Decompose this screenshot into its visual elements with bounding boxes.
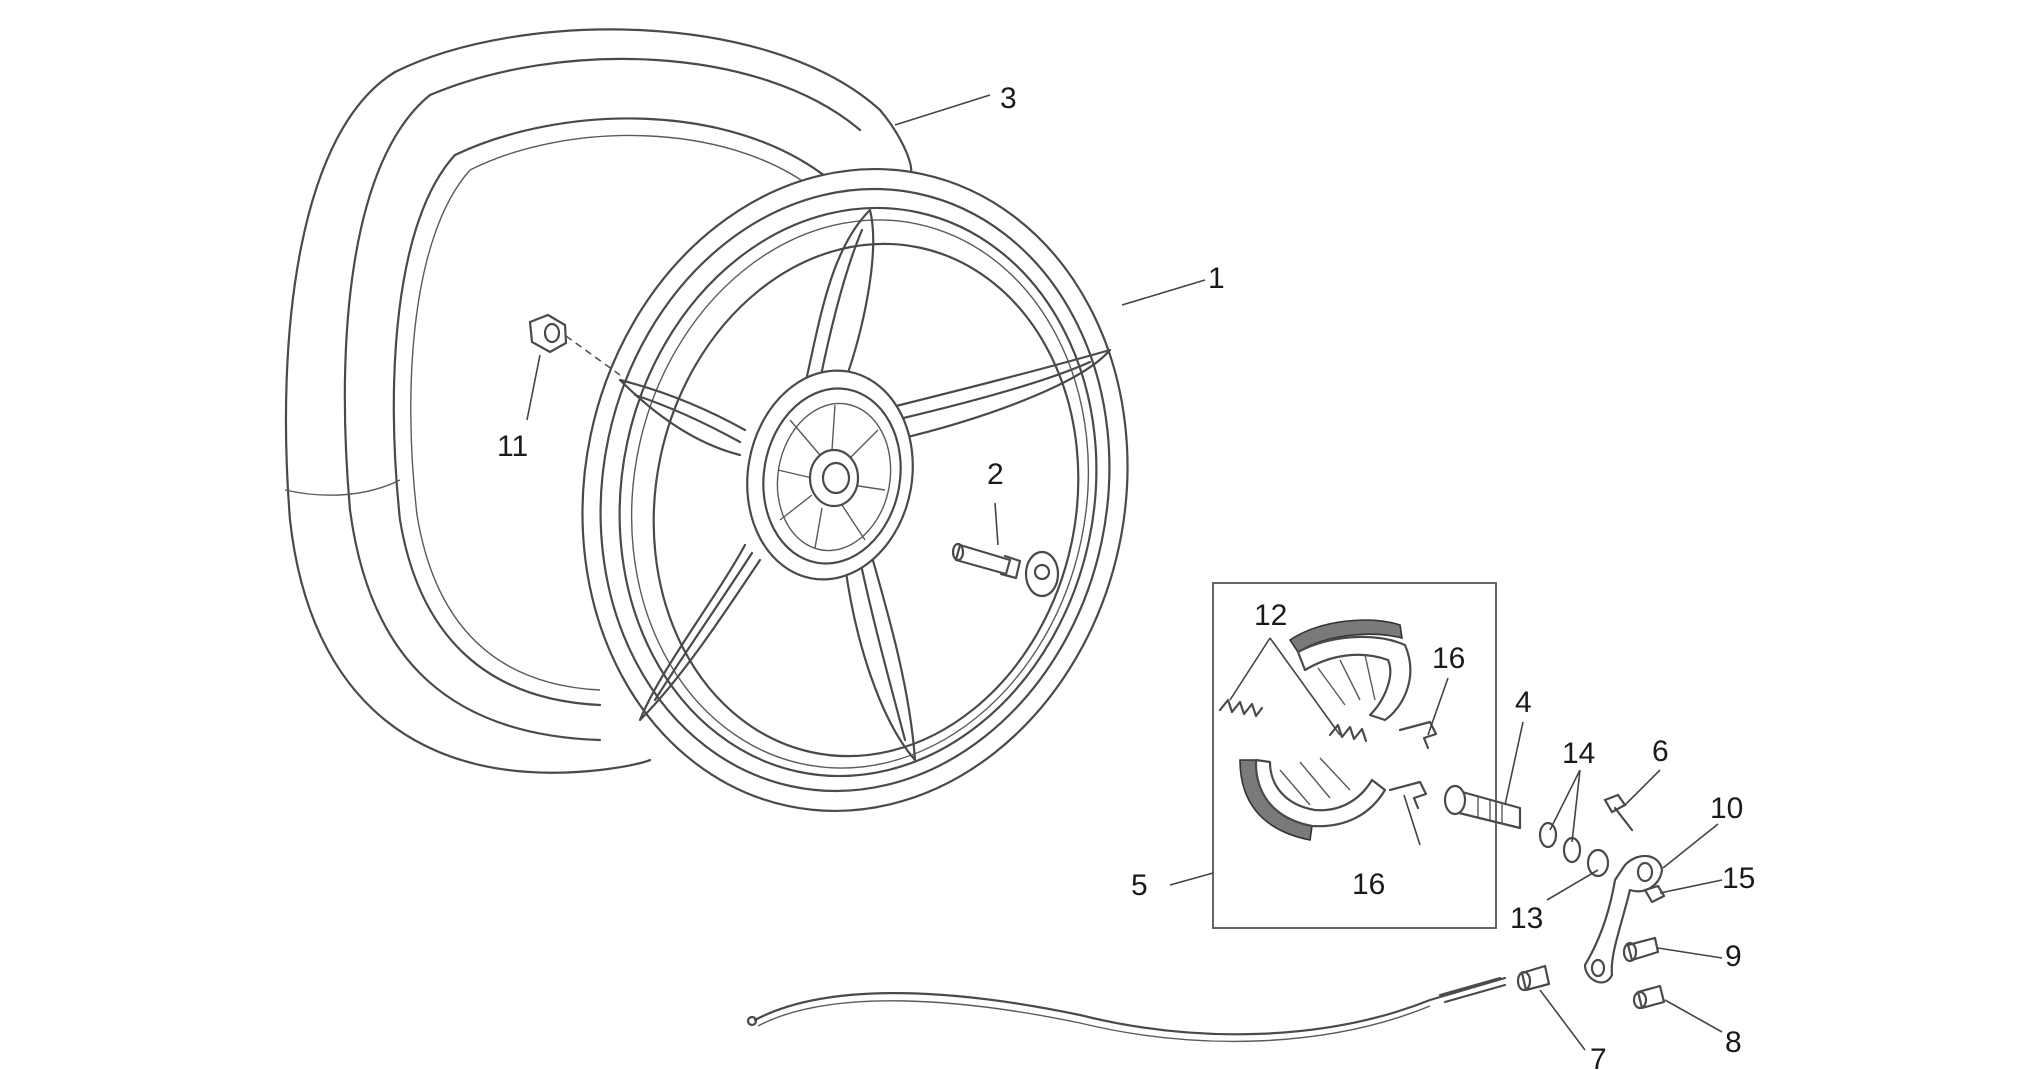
brake-shoes [1239, 619, 1412, 841]
callout-13: 13 [1510, 902, 1543, 935]
leader-lines [526, 94, 1723, 1051]
brake-camshaft [1443, 784, 1522, 830]
axle-nut [528, 313, 621, 376]
hub [746, 369, 914, 581]
valve-stem [951, 542, 1022, 580]
washer [1586, 848, 1610, 878]
callout-14: 14 [1562, 737, 1595, 770]
adjuster-nut [1643, 884, 1666, 904]
callout-11: 11 [497, 430, 528, 463]
lever-bolt [1603, 793, 1634, 832]
pivot-pin [1622, 936, 1660, 963]
callout-labels: 3 1 2 11 12 16 16 4 14 6 10 15 13 5 9 8 … [497, 82, 1755, 1070]
callout-7: 7 [1590, 1043, 1607, 1070]
return-springs [1218, 698, 1368, 743]
callout-4: 4 [1515, 686, 1532, 719]
callout-12: 12 [1254, 599, 1287, 632]
cable-nut [1632, 984, 1666, 1010]
brake-lever [1583, 854, 1664, 984]
callout-1: 1 [1208, 262, 1225, 295]
callout-16a: 16 [1432, 642, 1465, 675]
callout-16b: 16 [1352, 868, 1385, 901]
callout-10: 10 [1710, 792, 1743, 825]
shoe-clips [1388, 720, 1438, 810]
callout-5: 5 [1131, 869, 1148, 902]
callout-15: 15 [1722, 862, 1755, 895]
brake-cable [746, 976, 1507, 1043]
spokes [618, 208, 1112, 762]
tyre [284, 28, 913, 774]
cable-bushing [1516, 964, 1551, 992]
callout-2: 2 [987, 458, 1004, 491]
brake-shoe-frame [1212, 582, 1497, 929]
callout-9: 9 [1725, 940, 1742, 973]
callout-8: 8 [1725, 1026, 1742, 1059]
callout-3: 3 [1000, 82, 1017, 115]
callout-6: 6 [1652, 735, 1669, 768]
